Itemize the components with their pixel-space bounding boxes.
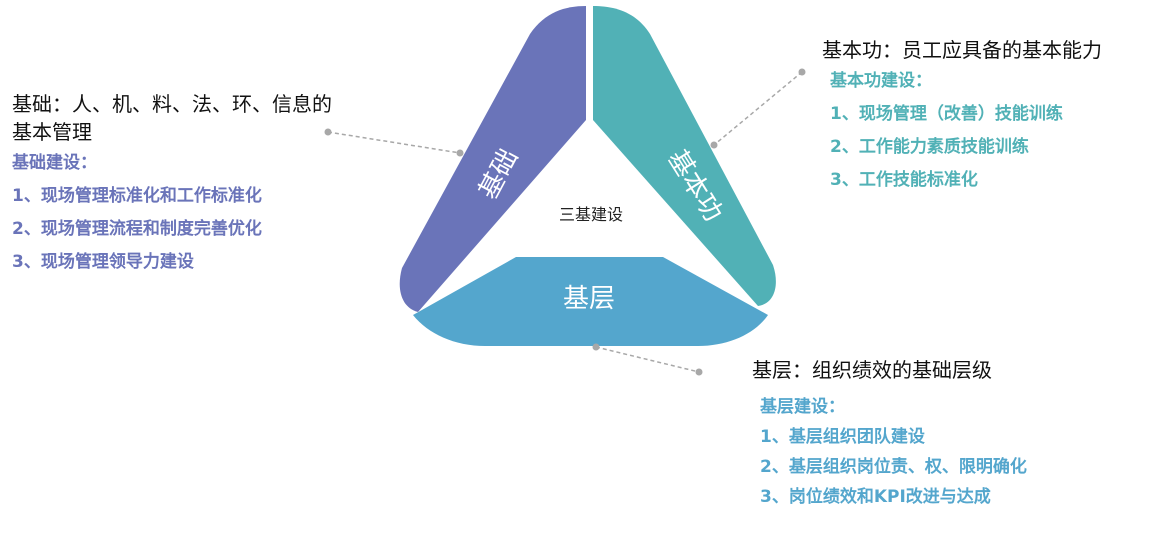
bottom-subheading: 基层建设： xyxy=(760,397,845,417)
segment-label-jiceng: 基层 xyxy=(563,284,615,314)
connector-right-dot-inner xyxy=(710,141,718,149)
connector-bottom-dot-inner xyxy=(592,343,600,351)
right-panel: 基本功：员工应具备的基本能力 基本功建设： 1、现场管理（改善）技能训练 2、工… xyxy=(822,36,1167,191)
connector-right-dot-outer xyxy=(798,68,806,76)
connector-left xyxy=(327,131,461,154)
right-item-2: 2、工作能力素质技能训练 xyxy=(830,137,1029,157)
center-label: 三基建设 xyxy=(559,205,623,224)
bottom-panel: 基层：组织绩效的基础层级 基层建设： 1、基层组织团队建设 2、基层组织岗位责、… xyxy=(752,356,1162,508)
segment-jibengong xyxy=(593,6,776,306)
connector-left-dot-outer xyxy=(324,128,332,136)
bottom-item-1: 1、基层组织团队建设 xyxy=(760,427,925,447)
right-heading: 基本功：员工应具备的基本能力 xyxy=(822,38,1102,62)
connector-bottom-dot-outer xyxy=(695,368,703,376)
bottom-item-3: 3、岗位绩效和KPI改进与达成 xyxy=(760,487,991,507)
left-item-1: 1、现场管理标准化和工作标准化 xyxy=(12,186,262,206)
right-subheading: 基本功建设： xyxy=(830,71,932,91)
left-item-2: 2、现场管理流程和制度完善优化 xyxy=(12,219,262,239)
right-item-3: 3、工作技能标准化 xyxy=(830,170,978,190)
connector-left-dot-inner xyxy=(456,149,464,157)
segment-jichu xyxy=(399,6,586,312)
left-panel: 基础：人、机、料、法、环、信息的基本管理 基础建设： 1、现场管理标准化和工作标… xyxy=(12,90,332,273)
left-subheading: 基础建设： xyxy=(12,153,97,173)
bottom-item-2: 2、基层组织岗位责、权、限明确化 xyxy=(760,457,1027,477)
segment-jiceng xyxy=(413,257,768,346)
right-item-1: 1、现场管理（改善）技能训练 xyxy=(830,104,1063,124)
connector-bottom xyxy=(595,346,700,373)
left-heading: 基础：人、机、料、法、环、信息的基本管理 xyxy=(12,92,332,144)
connector-right xyxy=(713,71,803,146)
bottom-heading: 基层：组织绩效的基础层级 xyxy=(752,358,992,382)
left-item-3: 3、现场管理领导力建设 xyxy=(12,252,194,272)
